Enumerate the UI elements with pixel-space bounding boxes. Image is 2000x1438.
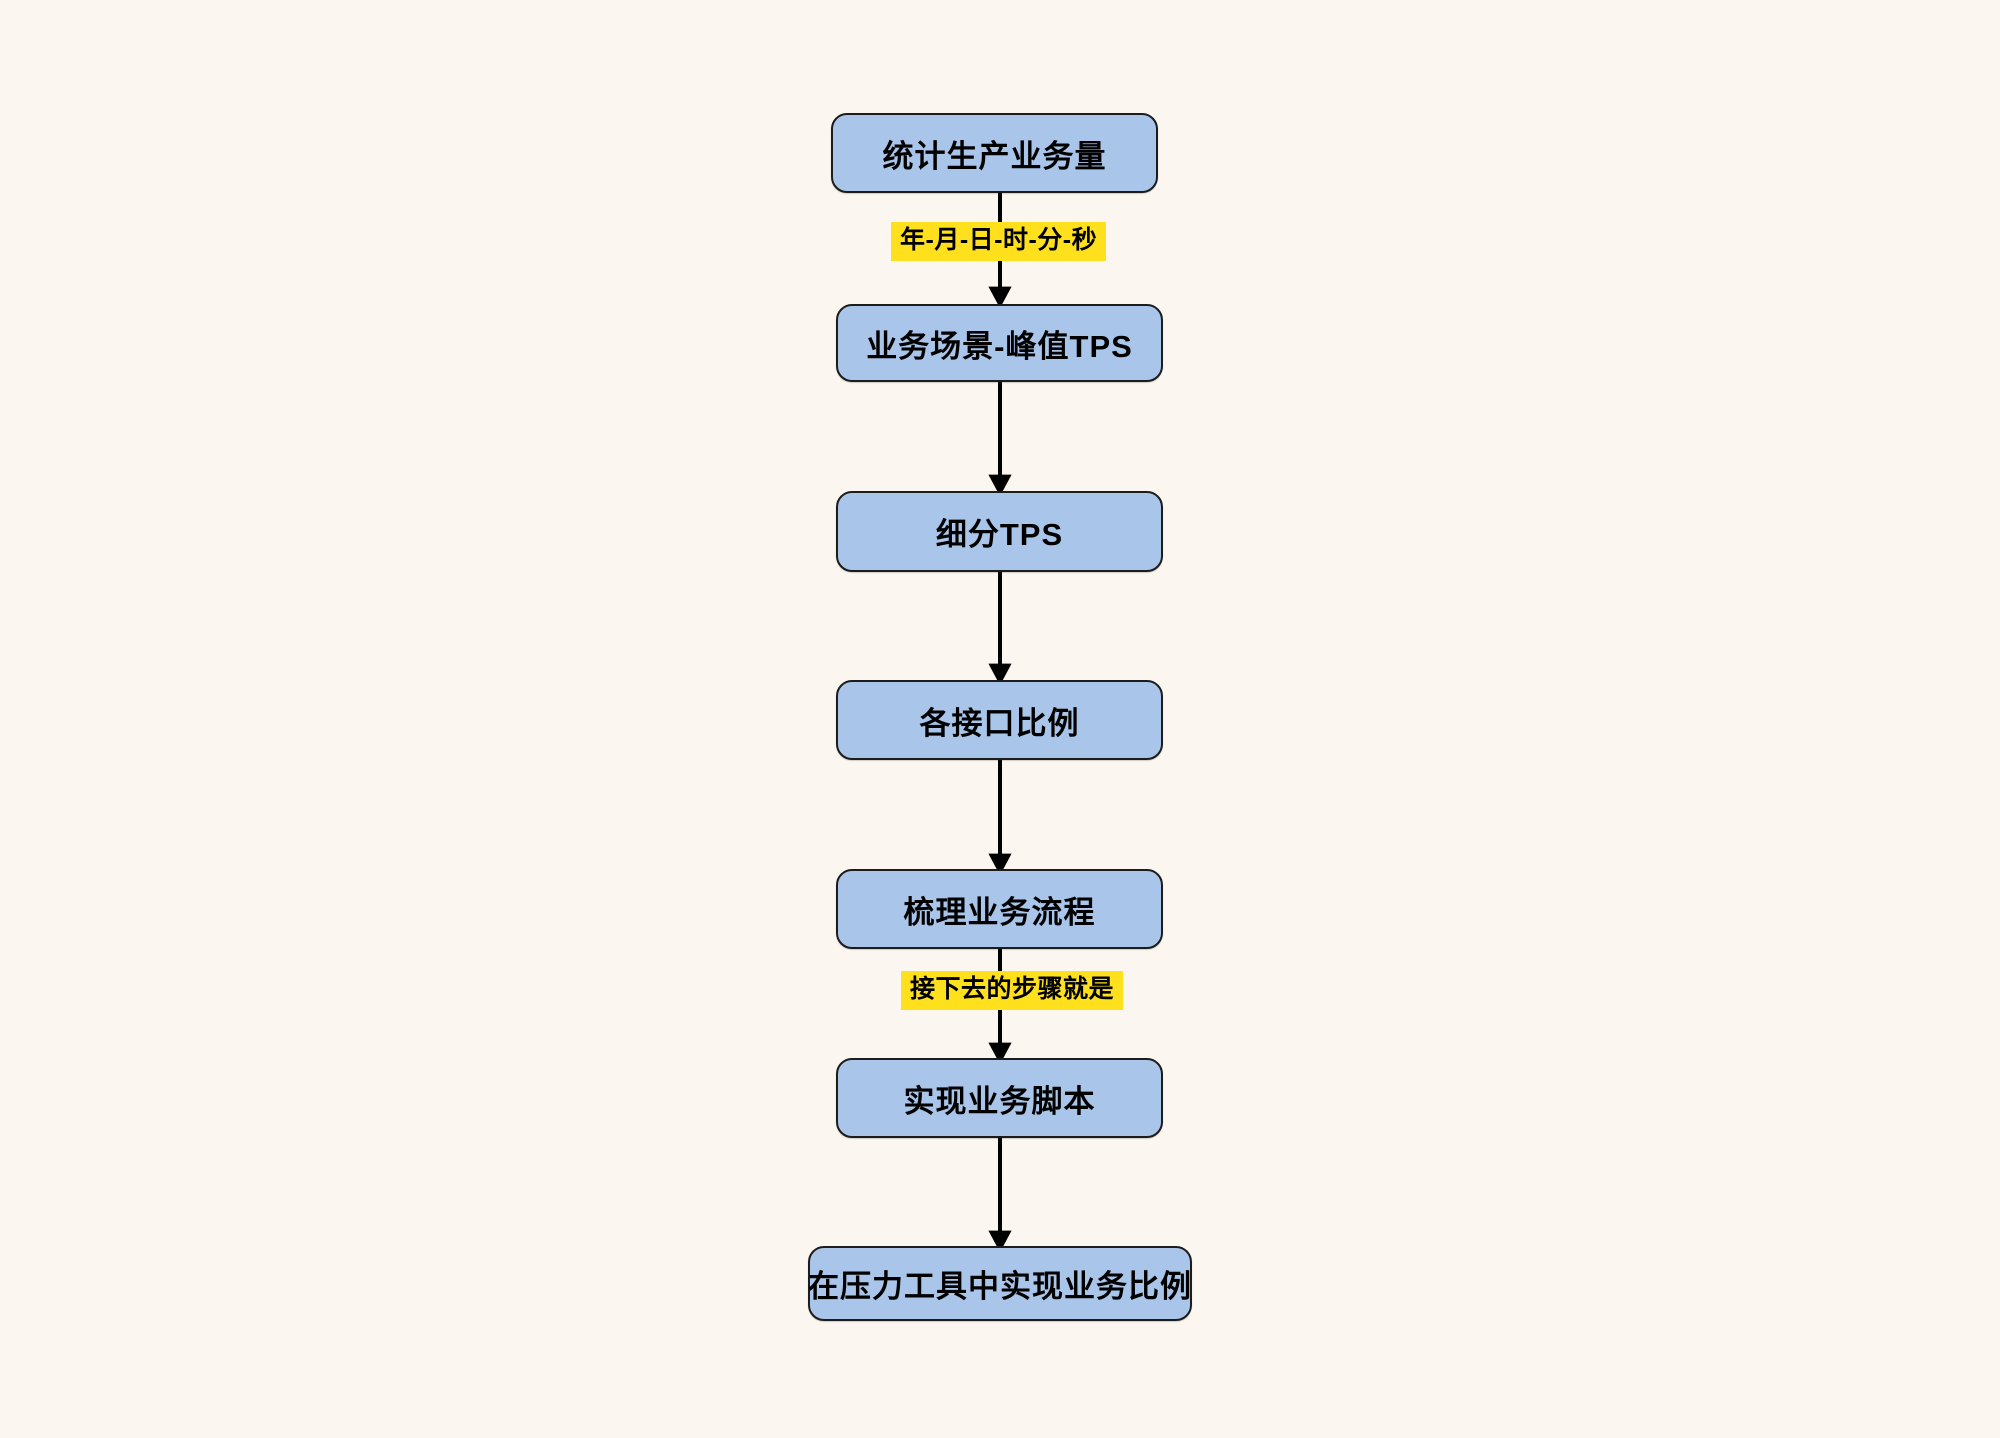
flow-node-statistics-production-volume[interactable]: 统计生产业务量 bbox=[831, 113, 1158, 193]
flow-node-sort-business-process[interactable]: 梳理业务流程 bbox=[836, 869, 1163, 949]
edge-label-year-month-day-hour-minute-second: 年-月-日-时-分-秒 bbox=[891, 222, 1107, 261]
edge-label-next-step-is: 接下去的步骤就是 bbox=[901, 971, 1124, 1010]
flow-node-business-scenario-peak-tps[interactable]: 业务场景-峰值TPS bbox=[836, 304, 1163, 382]
flow-node-implement-business-script[interactable]: 实现业务脚本 bbox=[836, 1058, 1163, 1138]
flow-node-subdivide-tps[interactable]: 细分TPS bbox=[836, 491, 1163, 572]
flow-node-interface-ratio[interactable]: 各接口比例 bbox=[836, 680, 1163, 760]
flow-node-implement-ratio-in-load-tool[interactable]: 在压力工具中实现业务比例 bbox=[808, 1246, 1192, 1321]
